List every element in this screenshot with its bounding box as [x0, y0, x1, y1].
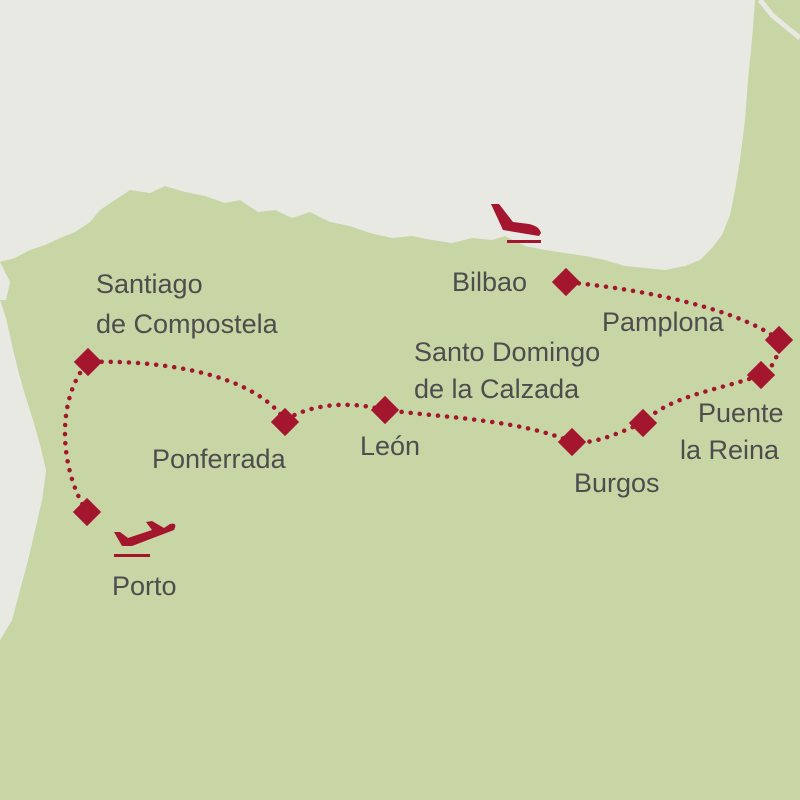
label-santiago-line2: de Compostela [96, 309, 278, 339]
label-pamplona: Pamplona [602, 307, 724, 337]
label-santo-domingo-line1: Santo Domingo [414, 337, 601, 367]
coast-detail [0, 445, 46, 800]
marker-burgos [557, 427, 587, 457]
airplane-landing-icon [491, 204, 541, 243]
label-burgos: Burgos [574, 468, 660, 498]
marker-pamplona [764, 325, 794, 355]
label-puente-line2: la Reina [680, 435, 780, 465]
label-leon: León [360, 431, 421, 461]
label-santiago-line1: Santiago [96, 269, 203, 299]
label-puente-line1: Puente [698, 398, 784, 428]
label-bilbao: Bilbao [452, 267, 528, 297]
marker-santo-domingo [628, 408, 658, 438]
marker-puente-la-reina [746, 360, 776, 390]
coast-detail-north [0, 262, 10, 300]
airplane-takeoff-icon [114, 521, 176, 557]
label-porto: Porto [112, 571, 177, 601]
label-ponferrada: Ponferrada [152, 444, 286, 474]
marker-bilbao [551, 267, 581, 297]
label-santo-domingo-line2: de la Calzada [414, 374, 580, 404]
estuary [758, 0, 800, 40]
